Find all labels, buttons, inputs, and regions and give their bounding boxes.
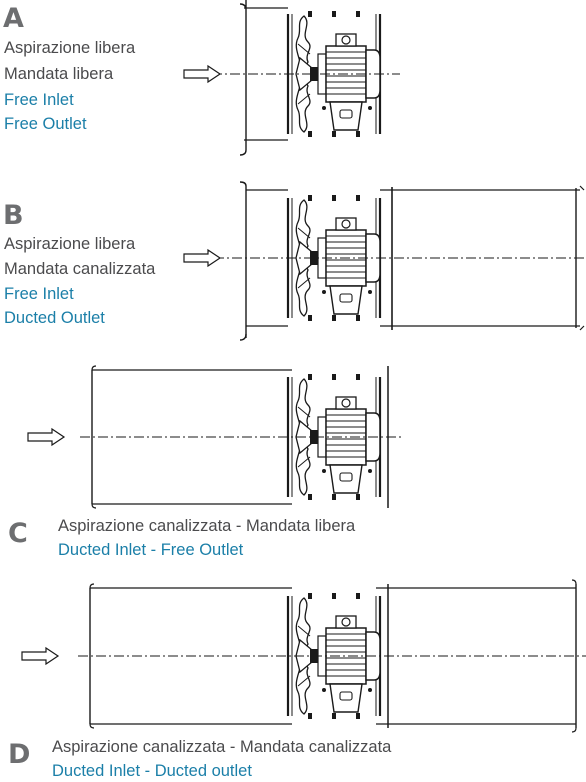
config-b-english-inlet: Free Inlet — [4, 285, 74, 303]
config-a-english-inlet: Free Inlet — [4, 91, 74, 109]
config-a-letter: A — [3, 3, 24, 34]
config-b-italian-inlet: Aspirazione libera — [4, 235, 136, 253]
config-b-diagram — [183, 181, 586, 341]
config-a-italian-inlet: Aspirazione libera — [4, 39, 136, 57]
config-d-english: Ducted Inlet - Ducted outlet — [52, 762, 252, 780]
config-b-english-outlet: Ducted Outlet — [4, 309, 105, 327]
config-c-diagram — [27, 365, 404, 509]
config-a-english-outlet: Free Outlet — [4, 115, 87, 133]
config-b-italian-outlet: Mandata canalizzata — [4, 260, 156, 278]
config-d-diagram — [21, 579, 586, 733]
config-d-letter: D — [8, 739, 31, 770]
config-a-diagram — [183, 0, 400, 156]
config-c-letter: C — [8, 518, 28, 549]
config-d-italian: Aspirazione canalizzata - Mandata canali… — [52, 738, 392, 756]
config-a-italian-outlet: Mandata libera — [4, 65, 114, 83]
config-b-letter: B — [3, 200, 24, 231]
config-c-english: Ducted Inlet - Free Outlet — [58, 541, 244, 559]
config-c-italian: Aspirazione canalizzata - Mandata libera — [58, 517, 356, 535]
